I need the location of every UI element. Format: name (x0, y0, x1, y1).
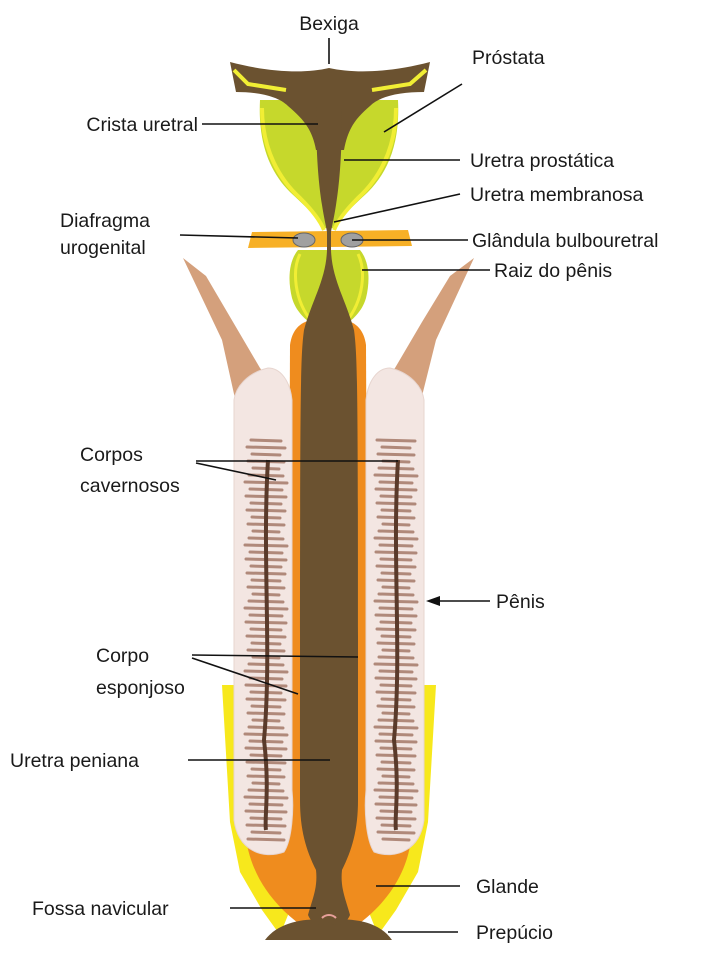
label-corpos-cavernosos-1: Corpos (80, 444, 143, 466)
label-glande: Glande (476, 876, 539, 898)
cavernous-striation (252, 454, 280, 455)
cavernous-striation (252, 832, 280, 833)
cavernous-striation (378, 832, 414, 833)
cavernous-striation (382, 447, 410, 448)
label-uretra-prostatica: Uretra prostática (470, 150, 614, 172)
cavernous-striation (383, 839, 409, 840)
label-crista-uretral: Crista uretral (86, 114, 198, 136)
label-prostata: Próstata (472, 47, 545, 69)
label-corpo-esponjoso-2: esponjoso (96, 677, 185, 699)
label-diafragma-2: urogenital (60, 237, 146, 259)
label-bexiga: Bexiga (299, 13, 359, 35)
penis-arrowhead (426, 596, 440, 606)
label-glandula-bulbouretral: Glândula bulbouretral (472, 230, 658, 252)
label-raiz-penis: Raiz do pênis (494, 260, 612, 282)
left-bulbourethral-gland (293, 233, 315, 247)
cavernous-striation (248, 839, 284, 840)
label-fossa-navicular: Fossa navicular (32, 898, 169, 920)
label-corpos-cavernosos-2: cavernosos (80, 475, 180, 497)
cavernous-striation (251, 440, 281, 441)
label-penis: Pênis (496, 591, 545, 613)
cavernous-striation (378, 454, 414, 455)
label-uretra-peniana: Uretra peniana (10, 750, 139, 772)
urethra (300, 105, 358, 925)
cavernous-striation (247, 447, 285, 448)
label-corpo-esponjoso-1: Corpo (96, 645, 149, 667)
label-uretra-membranosa: Uretra membranosa (470, 184, 644, 206)
label-diafragma-1: Diafragma (60, 210, 150, 232)
label-prepucio: Prepúcio (476, 922, 553, 944)
cavernous-striation (377, 440, 415, 441)
